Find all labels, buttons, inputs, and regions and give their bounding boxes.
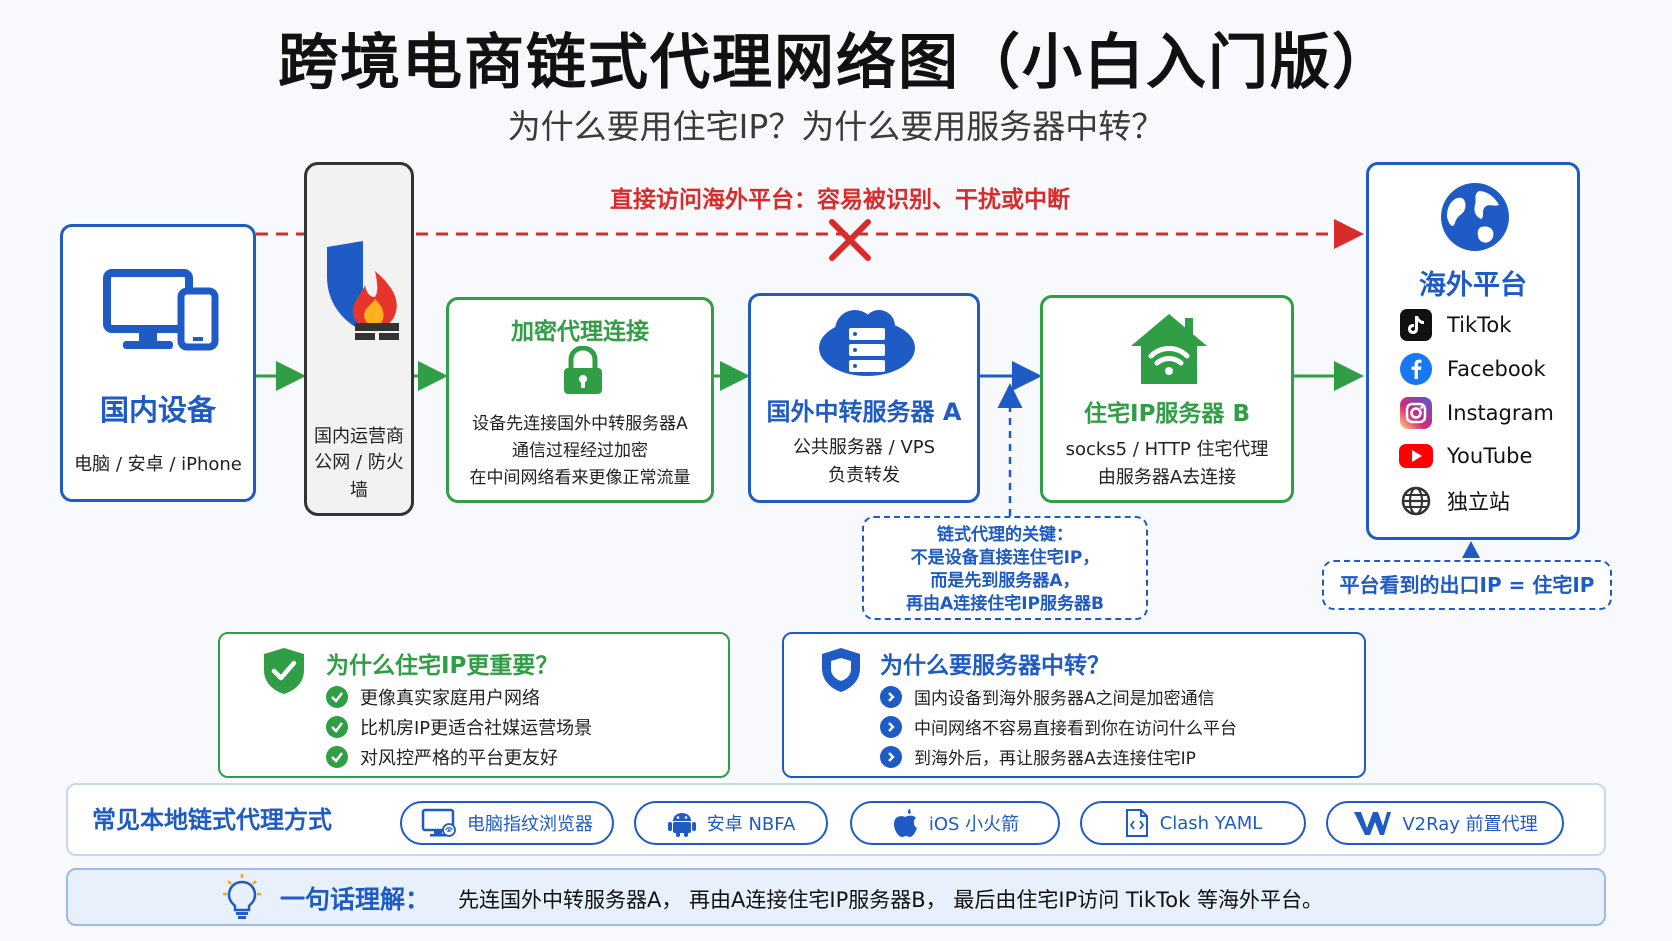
encrypted-connection-box: 加密代理连接 设备先连接国外中转服务器A 通信过程经过加密 在中间网络看来更像正… xyxy=(446,297,714,503)
why-relay-item: 国内设备到海外服务器A之间是加密通信 xyxy=(880,684,1215,709)
summary-text: 先连国外中转服务器A， 再由A连接住宅IP服务器B， 最后由住宅IP访问 Tik… xyxy=(458,888,1323,912)
exit-ip-note: 平台看到的出口IP = 住宅IP xyxy=(1322,560,1612,610)
check-icon xyxy=(326,716,348,738)
web-globe-icon xyxy=(1399,484,1433,518)
page-subtitle: 为什么要用住宅IP？为什么要用服务器中转？ xyxy=(507,107,1165,146)
why-relay-item-text: 中间网络不容易直接看到你在访问什么平台 xyxy=(914,719,1237,739)
method-label: iOS 小火箭 xyxy=(928,814,1020,835)
youtube-icon xyxy=(1399,439,1433,473)
v2ray-logo-icon xyxy=(1352,808,1392,838)
why-residential-item: 比机房IP更适合社媒运营场景 xyxy=(326,714,592,740)
method-label: 电脑指纹浏览器 xyxy=(467,814,593,835)
exit-ip-text: 平台看到的出口IP = 住宅IP xyxy=(1339,573,1595,597)
facebook-icon xyxy=(1399,352,1433,386)
exit-ip-pointer xyxy=(1462,541,1480,558)
tiktok-icon xyxy=(1399,308,1433,342)
why-residential-item-text: 比机房IP更适合社媒运营场景 xyxy=(360,718,593,739)
code-file-icon xyxy=(1124,808,1150,838)
why-relay-item-text: 国内设备到海外服务器A之间是加密通信 xyxy=(914,689,1215,709)
why-residential-item-text: 对风控严格的平台更友好 xyxy=(360,748,558,769)
isp-firewall-box: 国内运营商 公网 / 防火墙 xyxy=(304,162,414,516)
relay-line-1: 公共服务器 / VPS xyxy=(792,437,936,458)
encrypted-connection-title: 加密代理连接 xyxy=(511,319,649,345)
check-icon xyxy=(326,686,348,708)
method-android-nbfa: 安卓 NBFA xyxy=(634,801,828,845)
why-relay-item: 中间网络不容易直接看到你在访问什么平台 xyxy=(880,714,1237,739)
residential-server-title: 住宅IP服务器 B xyxy=(1084,401,1250,427)
method-ios-shadowrocket: iOS 小火箭 xyxy=(850,801,1060,845)
why-residential-item: 对风控严格的平台更友好 xyxy=(326,744,558,770)
residential-server-box: 住宅IP服务器 B socks5 / HTTP 住宅代理 由服务器A去连接 xyxy=(1040,295,1294,503)
why-residential-panel: 为什么住宅IP更重要？ 更像真实家庭用户网络 比机房IP更适合社媒运营场景 对风… xyxy=(218,632,730,778)
residential-line-2: 由服务器A去连接 xyxy=(1097,467,1237,488)
proxy-methods-title: 常见本地链式代理方式 xyxy=(92,806,332,834)
platform-label: YouTube xyxy=(1447,444,1533,468)
page-title: 跨境电商链式代理网络图（小白入门版） xyxy=(278,28,1394,98)
domestic-device-title: 国内设备 xyxy=(99,393,216,427)
lightbulb-icon xyxy=(223,874,261,919)
method-label: V2Ray 前置代理 xyxy=(1402,814,1538,835)
platform-item-instagram: Instagram xyxy=(1399,395,1554,431)
chevron-right-icon xyxy=(880,715,902,738)
summary-label: 一句话理解： xyxy=(280,885,431,914)
cloud-server-icon xyxy=(819,310,915,376)
platform-item-tiktok: TikTok xyxy=(1399,307,1511,343)
platform-label: TikTok xyxy=(1447,313,1512,337)
globe-icon xyxy=(1441,183,1509,251)
key-note-line-4: 再由A连接住宅IP服务器B xyxy=(906,594,1104,614)
encrypted-line-3: 在中间网络看来更像正常流量 xyxy=(469,468,691,488)
platform-label: Facebook xyxy=(1447,357,1546,381)
relay-line-2: 负责转发 xyxy=(828,465,900,486)
method-clash-yaml: Clash YAML xyxy=(1080,801,1306,845)
why-relay-item-text: 到海外后，再让服务器A去连接住宅IP xyxy=(914,749,1196,769)
instagram-icon xyxy=(1399,396,1433,430)
monitor-fingerprint-icon xyxy=(421,808,457,838)
firewall-shield-icon xyxy=(327,241,399,340)
overseas-platform-box: 海外平台 TikTok Facebook Instagram YouTube 独… xyxy=(1366,162,1580,540)
key-note-line-3: 而是先到服务器A， xyxy=(930,571,1080,591)
why-residential-item-text: 更像真实家庭用户网络 xyxy=(360,688,540,709)
summary-bar xyxy=(66,868,1606,926)
lock-icon xyxy=(564,346,602,394)
relay-server-title: 国外中转服务器 A xyxy=(766,398,962,426)
computer-phone-icon xyxy=(103,269,219,351)
key-note-line-1: 链式代理的关键： xyxy=(937,525,1073,545)
why-relay-item: 到海外后，再让服务器A去连接住宅IP xyxy=(880,744,1196,769)
isp-line2: 公网 / 防火墙 xyxy=(314,452,404,501)
why-residential-title: 为什么住宅IP更重要？ xyxy=(326,653,559,679)
isp-line1: 国内运营商 xyxy=(314,426,404,447)
platform-item-youtube: YouTube xyxy=(1399,438,1532,474)
domestic-device-box: 国内设备 电脑 / 安卓 / iPhone xyxy=(60,224,256,502)
residential-line-1: socks5 / HTTP 住宅代理 xyxy=(1065,439,1269,460)
method-fingerprint-browser: 电脑指纹浏览器 xyxy=(400,801,614,845)
chevron-right-icon xyxy=(880,745,902,768)
chevron-right-icon xyxy=(880,685,902,708)
encrypted-line-2: 通信过程经过加密 xyxy=(512,441,648,461)
platform-item-independent-site: 独立站 xyxy=(1399,483,1510,519)
key-note-line-2: 不是设备直接连住宅IP， xyxy=(910,548,1100,568)
method-label: 安卓 NBFA xyxy=(706,814,796,835)
platform-label: Instagram xyxy=(1447,401,1554,425)
home-wifi-icon xyxy=(1131,314,1207,384)
why-residential-item: 更像真实家庭用户网络 xyxy=(326,684,540,710)
android-icon xyxy=(667,808,697,838)
platform-label: 独立站 xyxy=(1447,490,1510,514)
platform-item-facebook: Facebook xyxy=(1399,351,1546,387)
relay-server-box: 国外中转服务器 A 公共服务器 / VPS 负责转发 xyxy=(748,293,980,503)
overseas-platform-title: 海外平台 xyxy=(1419,270,1527,301)
apple-icon xyxy=(891,808,919,838)
method-v2ray-prefix-proxy: V2Ray 前置代理 xyxy=(1326,801,1564,845)
why-relay-title: 为什么要服务器中转？ xyxy=(880,653,1110,679)
method-label: Clash YAML xyxy=(1159,812,1263,834)
shield-icon xyxy=(822,648,860,692)
chain-proxy-key-note: 链式代理的关键： 不是设备直接连住宅IP， 而是先到服务器A， 再由A连接住宅I… xyxy=(862,516,1148,620)
why-relay-panel: 为什么要服务器中转？ 国内设备到海外服务器A之间是加密通信 中间网络不容易直接看… xyxy=(782,632,1366,778)
blocked-x-icon xyxy=(829,219,871,261)
check-shield-icon xyxy=(264,648,304,694)
direct-access-warning: 直接访问海外平台：容易被识别、干扰或中断 xyxy=(610,187,1070,213)
domestic-device-subtitle: 电脑 / 安卓 / iPhone xyxy=(74,454,242,475)
encrypted-line-1: 设备先连接国外中转服务器A xyxy=(472,414,688,434)
check-icon xyxy=(326,746,348,768)
